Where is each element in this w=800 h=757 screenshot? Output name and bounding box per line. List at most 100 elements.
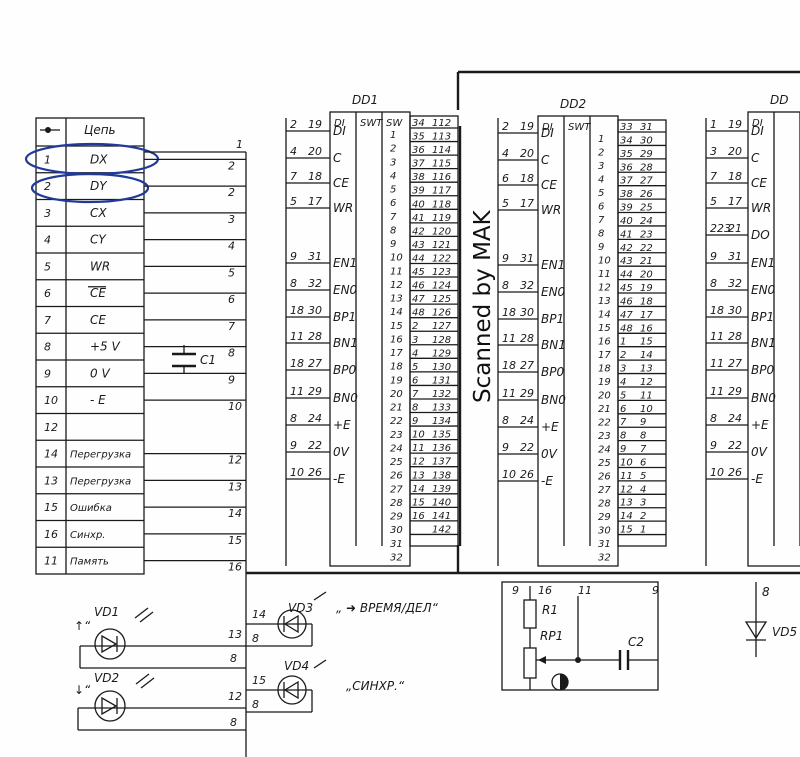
chip-right-pin: 46 bbox=[412, 281, 425, 292]
chip-output-number: 11 bbox=[598, 269, 611, 280]
chip-pin-number: 18 bbox=[728, 170, 742, 183]
chip-right-pin: 14 bbox=[640, 350, 653, 361]
chip-right-pin: 20 bbox=[640, 270, 653, 281]
svg-text:16: 16 bbox=[538, 584, 552, 597]
led-vd3-ray-icon bbox=[313, 591, 327, 601]
chip-right-pin: 38 bbox=[412, 172, 425, 183]
chip-pin-number: 28 bbox=[520, 332, 534, 345]
chip-pin-number: 22 bbox=[520, 441, 534, 454]
connector-signal: CE bbox=[90, 286, 106, 300]
svg-text:15: 15 bbox=[252, 674, 266, 687]
chip-output-number: 16 bbox=[598, 337, 611, 348]
chip-right-pin: 40 bbox=[412, 199, 425, 210]
chip-right-pin: 8 bbox=[412, 403, 418, 414]
chip-right-pin: 13 bbox=[412, 470, 425, 481]
wire-number: 2 bbox=[228, 186, 235, 199]
wire-number: 10 bbox=[228, 400, 242, 413]
chip-pin-signal: DI bbox=[751, 124, 764, 138]
chip-pin-number: 21 bbox=[728, 222, 742, 235]
chip-output-number: 13 bbox=[390, 294, 403, 305]
connector-signal: Перегрузка bbox=[70, 476, 131, 487]
connector-signal: CE bbox=[90, 313, 106, 327]
connector-pin: 6 bbox=[44, 287, 51, 300]
chip-pin-number: 24 bbox=[728, 412, 742, 425]
svg-text:8: 8 bbox=[230, 716, 237, 729]
chip-pin-signal: -E bbox=[541, 474, 553, 488]
chip-output-number: 19 bbox=[390, 375, 403, 386]
svg-text:9: 9 bbox=[512, 584, 519, 597]
chip-pin-number: 10 bbox=[710, 466, 724, 479]
chip-output-number: 9 bbox=[598, 242, 604, 253]
chip-pin-number: 24 bbox=[520, 414, 534, 427]
svg-text:↓“: ↓“ bbox=[74, 683, 91, 697]
chip-pin-number: 29 bbox=[308, 385, 322, 398]
chip-output-number: 10 bbox=[390, 253, 403, 264]
chip-pin-signal: EN0 bbox=[541, 285, 566, 299]
chip-pin-number: 18 bbox=[710, 304, 724, 317]
chip-right-pin: 6 bbox=[412, 375, 418, 386]
chip-right-pin: 18 bbox=[640, 296, 653, 307]
chip-pin-number: 6 bbox=[502, 172, 509, 185]
chip-output-number: 23 bbox=[598, 431, 611, 442]
chip-pin-signal: C bbox=[541, 153, 550, 167]
chip-right-pin: 10 bbox=[620, 457, 633, 468]
chip-pin-number: 30 bbox=[520, 306, 534, 319]
chip-pin-number: 26 bbox=[520, 468, 534, 481]
connector-pin: 14 bbox=[44, 448, 58, 461]
chip-pin-number: 27 bbox=[520, 359, 534, 372]
connector-pin: 7 bbox=[44, 314, 51, 327]
connector-signal: WR bbox=[90, 259, 110, 273]
chip-right-pin: 29 bbox=[640, 149, 653, 160]
chip-right-pin: 12 bbox=[412, 457, 425, 468]
chip-right-pin: 112 bbox=[432, 118, 451, 129]
chip-pin-signal: -E bbox=[751, 472, 763, 486]
chip-pin-signal: DI bbox=[333, 124, 346, 138]
chip-output-number: 23 bbox=[390, 430, 403, 441]
chip-output-number: 2 bbox=[598, 148, 604, 159]
chip-pin-number: 28 bbox=[308, 330, 322, 343]
chip-right-pin: 124 bbox=[432, 281, 451, 292]
chip-title: DD bbox=[770, 93, 788, 107]
chip-right-pin: 36 bbox=[620, 162, 633, 173]
chip-pin-number: 30 bbox=[728, 304, 742, 317]
chip-output-number: 18 bbox=[598, 364, 611, 375]
chip-right-pin: 42 bbox=[412, 226, 425, 237]
chip-right-pin: 21 bbox=[640, 256, 653, 267]
chip-column-label: SW bbox=[386, 118, 403, 129]
chip-right-pin: 48 bbox=[620, 323, 633, 334]
chip-pin-number: 20 bbox=[728, 145, 742, 158]
connector-pin: 8 bbox=[44, 341, 51, 354]
chip-right-pin: 14 bbox=[620, 511, 633, 522]
chip-right-pin: 36 bbox=[412, 145, 425, 156]
chip-right-pin: 6 bbox=[620, 404, 626, 415]
chip-output-number: 28 bbox=[390, 498, 403, 509]
chip-right-pin: 25 bbox=[640, 203, 653, 214]
chip-pin-number: 18 bbox=[290, 357, 304, 370]
chip-pin-signal: BN1 bbox=[751, 336, 776, 350]
chip-output-number: 16 bbox=[390, 334, 403, 345]
chip-output-number: 6 bbox=[390, 198, 396, 209]
chip-pin-number: 32 bbox=[728, 277, 742, 290]
connector-signal: Ошибка bbox=[70, 502, 112, 514]
chip-pin-signal: WR bbox=[751, 201, 771, 215]
chip-pin-signal: BP0 bbox=[541, 365, 564, 379]
wire-number: 7 bbox=[228, 320, 235, 333]
svg-text:↑“: ↑“ bbox=[74, 619, 91, 633]
wire-number: 12 bbox=[228, 454, 242, 467]
chip-right-pin: 128 bbox=[432, 335, 451, 346]
wire-top-number: 1 bbox=[236, 138, 243, 151]
chip-right-pin: 15 bbox=[640, 337, 653, 348]
chip-right-pin: 33 bbox=[620, 122, 633, 133]
chip-output-number: 14 bbox=[598, 310, 611, 321]
chip-output-number: 12 bbox=[598, 283, 611, 294]
chip-column-label: DI bbox=[334, 118, 345, 129]
chip-pin-signal: BN1 bbox=[541, 338, 566, 352]
chip-pin-signal: EN0 bbox=[333, 283, 358, 297]
chip-pin-number: 32 bbox=[308, 277, 322, 290]
chip-output-number: 1 bbox=[390, 130, 396, 141]
chip-output-number: 17 bbox=[598, 350, 611, 361]
chip-output-number: 29 bbox=[598, 512, 611, 523]
connector-pin: 3 bbox=[44, 207, 51, 220]
chip-pin-signal: +E bbox=[751, 418, 769, 432]
